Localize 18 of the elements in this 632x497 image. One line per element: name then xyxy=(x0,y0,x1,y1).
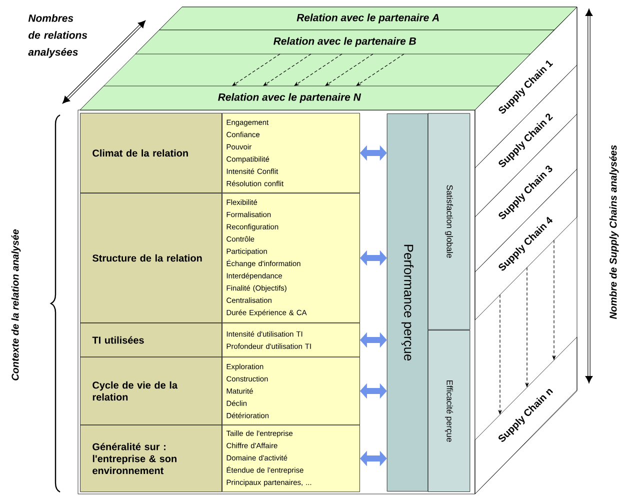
arrow xyxy=(232,54,280,86)
performance-column: Performance perçue xyxy=(386,114,428,492)
arrow xyxy=(325,54,374,86)
band: Relation avec le partenaire B xyxy=(135,30,554,54)
arrow xyxy=(356,54,404,86)
axis-label: Nombre de Supply Chains analysées xyxy=(609,145,619,320)
axis-label: Contexte de la relation analysée xyxy=(11,229,21,380)
measure-column: Efficacité perçue xyxy=(428,330,470,492)
band: Relation avec le partenaire N xyxy=(80,86,499,110)
category-cell: Généralité sur : l'entreprise & son environnement xyxy=(80,424,222,492)
arrow xyxy=(263,54,312,86)
axis-label: Nombres de relations analysées xyxy=(28,14,88,58)
category-cell: TI utilisées xyxy=(80,322,222,358)
category-cell: Climat de la relation xyxy=(80,112,222,194)
band: Relation avec le partenaire A xyxy=(159,6,578,30)
category-cell: Cycle de vie de la relation xyxy=(80,356,222,426)
arrow xyxy=(294,54,342,86)
measure-column: Satisfaction globale xyxy=(428,113,470,330)
